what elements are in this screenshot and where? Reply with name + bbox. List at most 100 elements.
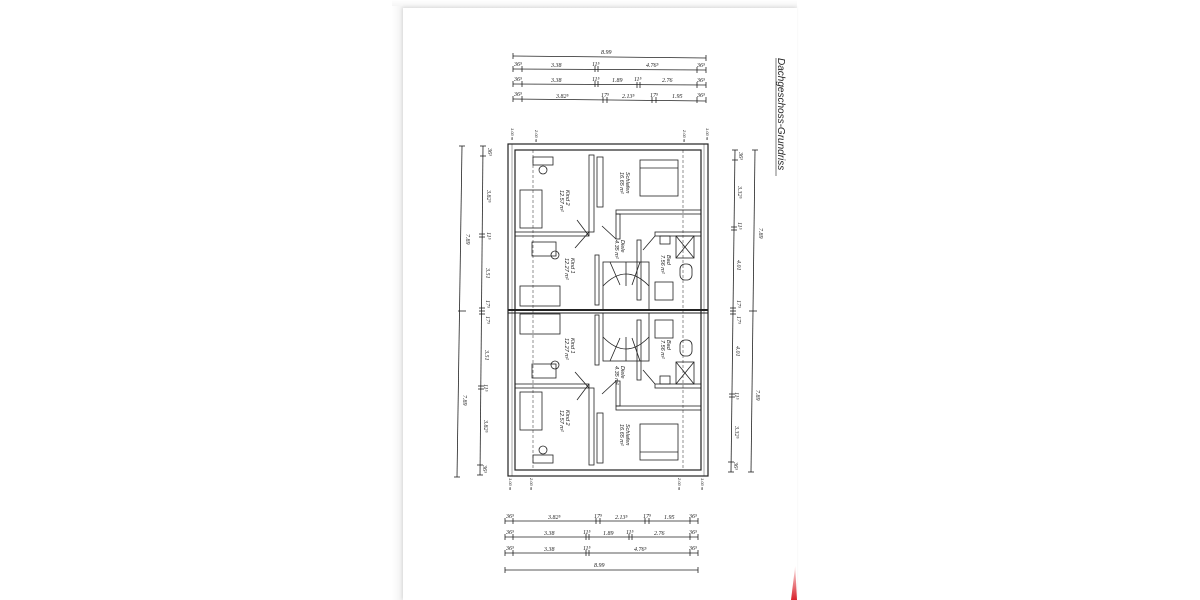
svg-text:1.00 m: 1.00 m xyxy=(705,128,710,141)
room-kind-2-upper: Kind 2 12.57 m² xyxy=(558,190,570,212)
svg-text:4.01: 4.01 xyxy=(735,260,742,271)
paper-top-edge xyxy=(392,0,797,8)
room-schlafen-upper: Schlafen 16.65 m² xyxy=(618,172,630,194)
svg-text:16.65 m²: 16.65 m² xyxy=(618,172,624,194)
svg-text:2.76: 2.76 xyxy=(654,531,665,537)
left-dimension-labels: 7.89 7.89 36⁵ 3.82⁵ 11⁵ 3.51 17⁵ 17⁵ 3.5… xyxy=(461,147,492,473)
svg-text:7.89: 7.89 xyxy=(757,228,763,239)
left-dimension-chain xyxy=(454,145,486,478)
svg-text:36⁵: 36⁵ xyxy=(696,63,705,69)
upper-room-labels: Kind 2 12.57 m² Schlafen 16.65 m² Diele … xyxy=(558,172,671,280)
svg-text:2.13⁵: 2.13⁵ xyxy=(622,94,635,100)
svg-text:36⁵: 36⁵ xyxy=(486,147,492,156)
svg-text:11⁵: 11⁵ xyxy=(733,392,739,400)
svg-text:36⁵: 36⁵ xyxy=(737,151,743,160)
room-diele-lower: Diele 4.35 m² xyxy=(613,366,625,385)
upper-unit-walls xyxy=(514,154,702,311)
svg-text:17⁵: 17⁵ xyxy=(484,300,490,308)
svg-text:2.00 m: 2.00 m xyxy=(677,477,682,491)
svg-text:1.00 m: 1.00 m xyxy=(510,128,515,141)
svg-text:Diele: Diele xyxy=(619,366,625,379)
svg-text:3.82⁵: 3.82⁵ xyxy=(485,189,491,203)
bottom-dimension-labels: 36⁵ 3.82⁵ 17⁵ 2.13⁵ 17⁵ 1.95 36⁵ 36⁵ 3.3… xyxy=(505,514,697,569)
bottom-dimension-chain xyxy=(504,518,699,573)
svg-text:3.82⁵: 3.82⁵ xyxy=(482,419,488,433)
svg-text:17⁵: 17⁵ xyxy=(643,514,651,520)
svg-text:12.57 m²: 12.57 m² xyxy=(558,410,564,432)
svg-text:7.89: 7.89 xyxy=(461,395,467,406)
svg-text:Diele: Diele xyxy=(619,240,625,253)
svg-text:3.32⁵: 3.32⁵ xyxy=(736,185,742,199)
svg-text:1.95: 1.95 xyxy=(664,515,675,521)
height-marks: 1.00 m 2.00 m 2.00 m 1.00 m 1.00 m 2.00 … xyxy=(508,128,710,491)
svg-text:2.00 m: 2.00 m xyxy=(529,477,534,491)
room-kind-2-lower: Kind 2 12.57 m² xyxy=(558,410,570,432)
svg-text:Schlafen: Schlafen xyxy=(624,424,630,445)
svg-text:4.35 m²: 4.35 m² xyxy=(613,366,619,385)
drawing-title: Dachgeschoss-Grundriss xyxy=(775,58,786,176)
svg-text:36⁵: 36⁵ xyxy=(696,93,705,99)
svg-text:12.27 m²: 12.27 m² xyxy=(563,258,569,280)
svg-text:3.51: 3.51 xyxy=(483,349,489,361)
svg-text:Kind 2: Kind 2 xyxy=(564,190,570,206)
drawing-sheet xyxy=(403,8,797,600)
svg-text:36⁵: 36⁵ xyxy=(513,62,522,68)
svg-text:12.27 m²: 12.27 m² xyxy=(563,338,569,360)
svg-text:12.57 m²: 12.57 m² xyxy=(558,190,564,212)
svg-text:11⁵: 11⁵ xyxy=(583,546,591,552)
svg-text:36⁵: 36⁵ xyxy=(732,461,738,470)
room-kind-1-upper: Kind 1 12.27 m² xyxy=(563,258,575,280)
svg-text:Schlafen: Schlafen xyxy=(624,172,630,193)
svg-text:2.76: 2.76 xyxy=(662,78,673,84)
room-bad-upper: Bad 7.56 m² xyxy=(659,255,671,274)
svg-text:1.89: 1.89 xyxy=(603,531,614,537)
room-kind-1-lower: Kind 1 12.27 m² xyxy=(563,338,575,360)
svg-text:3.51: 3.51 xyxy=(484,267,490,279)
svg-text:7.89: 7.89 xyxy=(464,234,470,245)
svg-text:11⁵: 11⁵ xyxy=(592,77,600,83)
svg-text:11⁵: 11⁵ xyxy=(634,77,642,83)
svg-text:36⁵: 36⁵ xyxy=(513,92,522,98)
svg-text:1.00 m: 1.00 m xyxy=(508,478,513,491)
svg-text:36⁵: 36⁵ xyxy=(505,514,514,520)
svg-text:3.38: 3.38 xyxy=(543,547,555,553)
svg-text:1.89: 1.89 xyxy=(612,78,623,84)
svg-text:17⁵: 17⁵ xyxy=(650,93,658,99)
svg-text:36⁵: 36⁵ xyxy=(688,514,697,520)
svg-text:36⁵: 36⁵ xyxy=(505,530,514,536)
svg-text:3.38: 3.38 xyxy=(550,78,562,84)
right-dimension-chain xyxy=(728,149,758,473)
svg-text:17⁵: 17⁵ xyxy=(484,316,490,324)
svg-text:3.82⁵: 3.82⁵ xyxy=(555,94,569,100)
svg-text:Kind 2: Kind 2 xyxy=(564,410,570,426)
right-dimension-labels: 36⁵ 3.32⁵ 11⁵ 4.01 17⁵ 17⁵ 4.01 11⁵ 3.32… xyxy=(732,151,763,470)
svg-text:11⁵: 11⁵ xyxy=(592,62,600,68)
room-diele-upper: Diele 4.35 m² xyxy=(613,240,625,259)
svg-text:Kind 1: Kind 1 xyxy=(569,258,575,274)
svg-text:4.35 m²: 4.35 m² xyxy=(613,240,619,259)
svg-text:17⁵: 17⁵ xyxy=(601,93,609,99)
svg-text:36⁵: 36⁵ xyxy=(688,530,697,536)
svg-text:36⁵: 36⁵ xyxy=(513,77,522,83)
svg-text:11⁵: 11⁵ xyxy=(485,232,491,240)
svg-text:16.65 m²: 16.65 m² xyxy=(618,424,624,446)
svg-text:4.76⁵: 4.76⁵ xyxy=(634,546,647,553)
svg-text:11⁵: 11⁵ xyxy=(626,530,634,536)
svg-text:7.56 m²: 7.56 m² xyxy=(659,340,665,359)
svg-text:2.13⁵: 2.13⁵ xyxy=(615,515,628,521)
svg-text:11⁵: 11⁵ xyxy=(736,222,742,230)
svg-text:11⁵: 11⁵ xyxy=(583,530,591,536)
svg-text:11⁵: 11⁵ xyxy=(482,384,488,392)
paper-left-edge xyxy=(392,6,403,600)
svg-text:3.38: 3.38 xyxy=(550,63,562,69)
svg-text:7.89: 7.89 xyxy=(754,390,760,401)
svg-text:4.76⁵: 4.76⁵ xyxy=(646,62,659,69)
svg-text:2.00 m: 2.00 m xyxy=(534,129,539,143)
svg-text:3.38: 3.38 xyxy=(543,531,555,537)
svg-text:1.95: 1.95 xyxy=(672,94,683,100)
height-2m-lines xyxy=(532,150,684,470)
svg-text:8.99: 8.99 xyxy=(601,50,612,56)
svg-text:2.00 m: 2.00 m xyxy=(682,129,687,143)
roof-slope-hatching xyxy=(507,144,709,476)
